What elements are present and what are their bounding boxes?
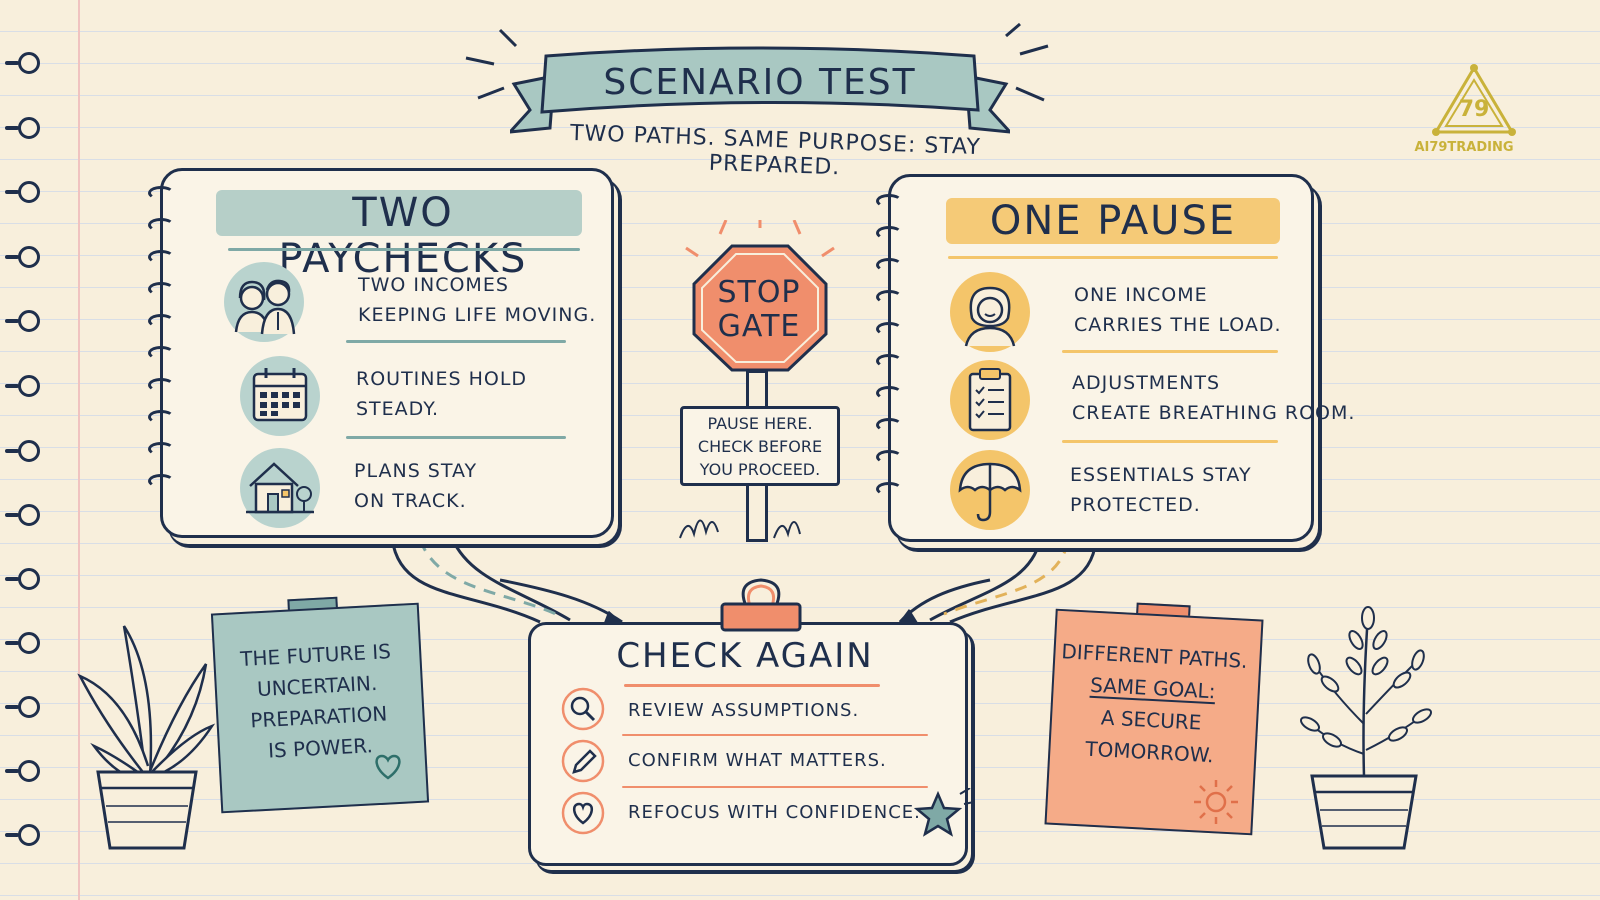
spiral-hole (5, 310, 40, 332)
row-divider (1062, 440, 1278, 443)
left-row-2-line2: steady. (356, 398, 440, 420)
right-row-2-text: Adjustments create breathing room. (1072, 368, 1355, 428)
left-row-2-line1: Routines hold (356, 368, 528, 390)
spiral-hole (5, 246, 40, 268)
stop-sign-graphic (679, 220, 835, 539)
right-row-2-line2: create breathing room. (1072, 402, 1356, 424)
right-row-1-text: One income carries the load. (1074, 280, 1282, 340)
pause-note-text: Pause here. Check before you proceed. (680, 412, 840, 481)
notebook-margin-line (78, 0, 80, 900)
spiral-hole (5, 632, 40, 654)
heart-icon (561, 791, 605, 835)
page-title: Scenario Test (603, 62, 917, 103)
left-row-1-line2: keeping life moving. (358, 304, 597, 326)
umbrella-icon (950, 450, 1030, 530)
title-sparkles (465, 22, 1049, 102)
check-again-title: Check Again (616, 636, 874, 676)
stop-sign-line2: Gate (717, 309, 801, 344)
logo-wordmark: AI79TRADING (1414, 140, 1514, 155)
right-potted-plant-icon (1299, 606, 1433, 850)
spiral-hole (5, 504, 40, 526)
left-sticky-note-text: The future is uncertain. Preparation is … (215, 635, 421, 769)
spiral-hole (5, 440, 40, 462)
star-icon (914, 788, 974, 837)
pause-note-line2: Check before (697, 437, 823, 456)
sun-icon (1194, 780, 1238, 824)
heading-divider (948, 256, 1278, 259)
logo-mark-icon: 79 (1432, 64, 1516, 136)
right-row-1-line2: carries the load. (1074, 314, 1282, 336)
spiral-hole (5, 52, 40, 74)
right-row-3-line2: protected. (1070, 494, 1201, 516)
left-row-3-line1: Plans stay (354, 460, 478, 482)
left-row-1-line1: Two incomes (358, 274, 509, 296)
two-paychecks-heading: Two Paychecks (278, 190, 528, 282)
pause-note-line1: Pause here. (707, 414, 813, 433)
check-again-panel (528, 622, 968, 866)
row-divider (622, 734, 928, 736)
left-potted-plant-icon (77, 625, 216, 850)
check-item-3: Refocus with confidence. (628, 802, 921, 823)
ribbon-shape (510, 46, 1010, 134)
right-row-1-line1: One income (1074, 284, 1208, 306)
woman-icon (950, 272, 1030, 352)
left-row-3-text: Plans stay on track. (354, 456, 477, 516)
spiral-hole (5, 375, 40, 397)
right-heading-highlight (946, 198, 1280, 244)
logo-number: 79 (1459, 97, 1490, 122)
spiral-hole (5, 568, 40, 590)
house-icon (240, 448, 320, 528)
pause-note-card (680, 406, 840, 486)
check-item-1: Review assumptions. (628, 700, 860, 721)
spiral-hole (5, 117, 40, 139)
row-divider (1062, 350, 1278, 353)
stop-sign-line1: Stop (717, 275, 801, 310)
left-row-3-line2: on track. (354, 490, 467, 512)
calendar-icon (240, 356, 320, 436)
spiral-hole (5, 181, 40, 203)
binder-clip-icon (720, 578, 802, 632)
right-row-2-line1: Adjustments (1072, 372, 1221, 394)
spiral-hole (5, 760, 40, 782)
pencil-icon (561, 739, 605, 783)
left-row-2-text: Routines hold steady. (356, 364, 527, 424)
right-row-3-text: Essentials stay protected. (1070, 460, 1252, 520)
check-item-2: Confirm what matters. (628, 750, 887, 771)
title-banner: Scenario Test (510, 36, 1010, 136)
clipboard-icon (950, 360, 1030, 440)
row-divider (346, 340, 566, 343)
left-row-1-text: Two incomes keeping life moving. (358, 270, 596, 330)
spiral-hole (5, 696, 40, 718)
spiral-hole (5, 824, 40, 846)
one-pause-heading: One Pause (989, 198, 1237, 244)
right-row-3-line1: Essentials stay (1070, 464, 1252, 486)
magnifier-icon (561, 687, 605, 731)
left-heading-highlight (216, 190, 582, 236)
couple-icon (224, 262, 304, 342)
row-divider (346, 436, 566, 439)
right-sticky-note-text: Different paths. Same goal: A secure tom… (1053, 635, 1251, 773)
heading-divider (228, 248, 580, 251)
stop-gate-sign-text: Stop Gate (700, 276, 818, 344)
small-heart-icon (375, 754, 401, 780)
pause-note-line3: you proceed. (699, 460, 821, 479)
row-divider (622, 786, 928, 788)
check-title-underline (624, 684, 880, 687)
